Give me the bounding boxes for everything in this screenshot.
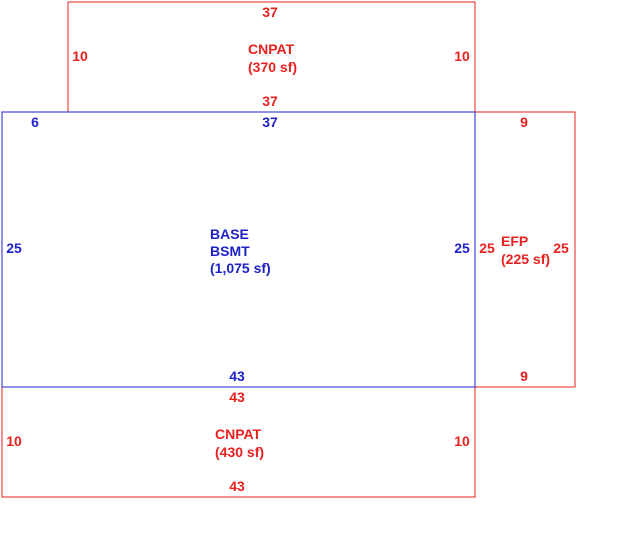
base-dim-top: 37 [262,114,278,130]
efp-dim-bottom: 9 [520,368,528,384]
efp-name: EFP [501,233,528,249]
cnpat-top-dim-top: 37 [262,4,278,20]
cnpat-top-dim-left: 10 [72,48,88,64]
efp-area: (225 sf) [501,251,550,267]
efp-dim-right: 25 [553,240,569,256]
cnpat-bottom-dim-top: 43 [229,389,245,405]
cnpat-top-name: CNPAT [248,41,295,57]
base-name: BASE [210,226,249,242]
base-name2: BSMT [210,243,250,259]
cnpat-bottom-dim-left: 10 [6,433,22,449]
cnpat-bottom-name: CNPAT [215,426,262,442]
efp-dim-top: 9 [520,114,528,130]
efp-dim-left: 25 [479,240,495,256]
base-dim-topleft: 6 [31,114,39,130]
base-dim-left: 25 [6,240,22,256]
cnpat-top-dim-bottom: 37 [262,93,278,109]
base-area: (1,075 sf) [210,260,271,276]
cnpat-bottom-dim-bottom: 43 [229,478,245,494]
cnpat-top-area: (370 sf) [248,59,297,75]
base-dim-bottom: 43 [229,368,245,384]
cnpat-bottom-dim-right: 10 [454,433,470,449]
base-outline [1,111,476,388]
base-dim-right: 25 [454,240,470,256]
cnpat-bottom-area: (430 sf) [215,444,264,460]
cnpat-top-dim-right: 10 [454,48,470,64]
